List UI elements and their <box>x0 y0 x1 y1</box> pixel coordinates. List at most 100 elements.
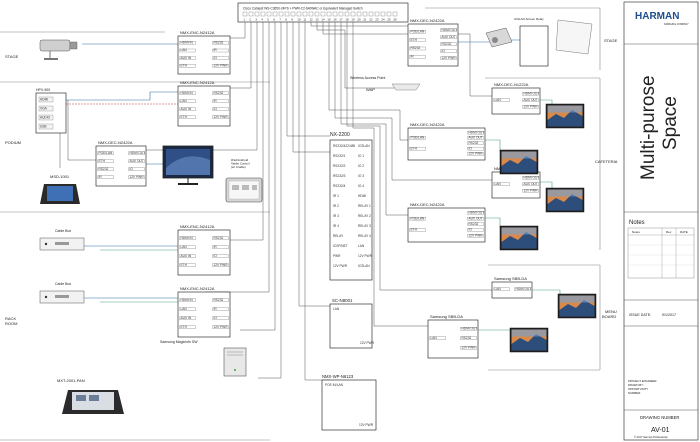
port-label: IO <box>214 107 218 111</box>
port-label: POE/LAN <box>411 136 426 140</box>
port-box <box>212 263 229 267</box>
hpx-port-label: AUDIO <box>40 116 51 120</box>
switch-port <box>320 11 326 17</box>
nx-port-left: 12V PWR <box>333 264 348 268</box>
sc-port: 12V PWR <box>360 341 375 345</box>
port-label: HDMI IN <box>181 298 194 302</box>
port-box <box>179 298 196 302</box>
port-label: AUX OUT <box>524 98 538 102</box>
port-box <box>467 141 484 145</box>
port-label: POE/LAN <box>411 216 426 220</box>
switch-port-number: 7 <box>279 18 281 22</box>
port-label: 12V PWR <box>469 233 484 237</box>
switch-port-number: 1 <box>243 18 245 22</box>
notes-col-date: DATE <box>680 230 688 234</box>
touch-panel-mxt-icon <box>62 390 124 414</box>
port-box <box>467 216 484 221</box>
port-box <box>409 55 426 59</box>
nmx-wp-title: NMX-WP-N6123 <box>322 374 354 379</box>
port-box <box>128 159 145 163</box>
port-label: ETH <box>181 115 188 119</box>
project-title: Multi-purose Space <box>638 70 681 180</box>
nx-port-right: IO 3 <box>358 174 364 178</box>
tv-display-icon <box>545 103 585 129</box>
port-label: AUX IN <box>181 316 192 320</box>
port-box <box>212 245 229 249</box>
device-title: NMX-DEC-N2422A <box>410 122 445 127</box>
port-label: RS232 <box>469 141 479 145</box>
device-title: NMX-ENC-N2412A <box>180 286 215 291</box>
port-label: IR <box>99 175 103 179</box>
port-box <box>409 216 426 221</box>
harman-logo: HARMAN <box>635 11 679 22</box>
nx-port-right: HDMI <box>358 194 366 198</box>
zone-label-stage-right: STAGE <box>604 38 618 43</box>
port-box <box>467 222 484 226</box>
port-label: HDMI OUT <box>524 92 540 96</box>
drawing-number: AV-01 <box>651 427 670 434</box>
nx-port-left: ICSP/NET <box>333 244 348 248</box>
port-label: LAN <box>181 245 188 249</box>
nx-port-left: RS232/3 <box>333 174 346 178</box>
port-label: RS232 <box>214 236 224 240</box>
magicinfo-label: Samsung MagicInfo SW <box>160 340 198 344</box>
switch-port-number: 17 <box>339 18 343 22</box>
switch-port-number: 19 <box>351 18 355 22</box>
port-label: HDMI IN <box>181 236 194 240</box>
port-label: ETH <box>181 263 188 267</box>
device-title: NMX-DEC-N2422A <box>410 18 445 23</box>
device-title: Samsung SBB-DA <box>494 276 527 281</box>
port-label: IO <box>130 167 134 171</box>
tv-display-icon <box>557 293 597 319</box>
port-label: IO <box>214 254 218 258</box>
port-label: IO <box>214 56 218 60</box>
port-label: IO <box>469 146 473 150</box>
switch-port <box>326 11 332 17</box>
zone-label-rack-room: RACK ROOM <box>5 316 17 326</box>
nx-port-right: 12V PWR <box>358 254 373 258</box>
hpx-port-box <box>38 105 54 112</box>
port-label: LAN <box>495 287 502 291</box>
port-label: AUX OUT <box>524 182 538 186</box>
switch-port-number: 12 <box>309 18 313 22</box>
port-box <box>179 115 196 119</box>
switch-port-number: 21 <box>363 18 367 22</box>
port-label: HDMI IN <box>181 91 194 95</box>
nx-port-left: IR 2 <box>333 204 339 208</box>
port-box <box>179 236 196 240</box>
switch-port <box>272 11 278 17</box>
port-label: 12V PWR <box>469 152 484 156</box>
port-label: ETH <box>411 38 418 42</box>
switch-port <box>314 11 320 17</box>
port-label: AUX OUT <box>469 216 483 220</box>
port-box <box>179 316 196 320</box>
port-box <box>440 42 457 46</box>
switch-port-number: 16 <box>333 18 337 22</box>
port-box <box>179 107 196 111</box>
port-label: LAN <box>181 307 188 311</box>
port-box <box>409 136 426 140</box>
port-label: ETH <box>181 63 188 67</box>
harman-logo-sub: SAMSUNG COMPANY <box>664 23 689 26</box>
camera-icon <box>39 39 78 60</box>
switch-port-number: 26 <box>393 18 397 22</box>
port-label: AUX OUT <box>130 159 144 163</box>
monitor-icon <box>162 145 214 185</box>
device-title: NMX-ENC-N2412A <box>180 30 215 35</box>
nx-2200-body <box>329 139 373 281</box>
port-label: IR <box>214 245 218 249</box>
port-box <box>212 99 229 103</box>
port-label: LAN <box>495 98 502 102</box>
nmx-wp-port: 12V PWR <box>359 423 374 427</box>
nx-port-right: IO 1 <box>358 154 364 158</box>
port-box <box>467 152 484 156</box>
port-label: 12V PWR <box>214 63 229 67</box>
